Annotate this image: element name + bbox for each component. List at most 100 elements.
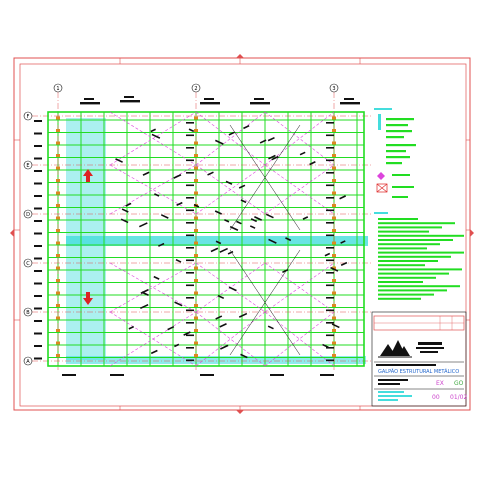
slope-arrow (83, 169, 93, 182)
column-marker (56, 316, 60, 320)
brace-line (109, 262, 197, 313)
company-logo (378, 340, 412, 358)
member-tag (219, 323, 227, 328)
column-marker (194, 341, 198, 345)
row-tag (326, 184, 334, 187)
brace-line (109, 111, 197, 166)
row-tag (186, 159, 194, 162)
member-tag (158, 242, 165, 247)
row-tag (34, 132, 42, 135)
column-marker (332, 216, 336, 220)
row-tag (186, 147, 194, 149)
column-marker (56, 204, 60, 207)
border-ticks (14, 58, 470, 410)
column-marker (332, 191, 336, 195)
column-marker (56, 229, 60, 232)
row-tag (186, 272, 194, 274)
row-tag (326, 197, 334, 199)
footer-tag (320, 374, 334, 376)
header-tag (200, 102, 220, 105)
title-block: GALPÃO ESTRUTURAL METÁLICO EX GO 00 01/0… (371, 311, 467, 407)
member-tag (322, 343, 329, 349)
row-tag (34, 145, 42, 147)
legend-line (386, 150, 406, 153)
brace-line (109, 164, 197, 215)
member-tag (267, 325, 274, 330)
column-marker (194, 266, 198, 270)
brace-line (109, 164, 197, 215)
column-marker (332, 329, 336, 332)
note-line (378, 234, 464, 237)
row-tag (326, 247, 334, 249)
header-tag (204, 98, 214, 100)
column-marker (332, 229, 336, 232)
note-line (378, 293, 434, 296)
header-tag (254, 98, 264, 100)
frames (57, 112, 358, 366)
member-tag (183, 331, 191, 336)
project-line: GALPÃO ESTRUTURAL METÁLICO (378, 368, 459, 375)
brace-line (264, 164, 335, 215)
member-tag (268, 238, 277, 244)
row-tag (186, 122, 194, 124)
legend-swatch (378, 114, 381, 130)
member-tag (243, 124, 250, 130)
member-tag (268, 154, 276, 160)
row-tag (186, 334, 194, 337)
note-line (378, 285, 460, 288)
row-tag (326, 347, 334, 349)
row-tag (186, 347, 194, 349)
row-tag (186, 184, 194, 187)
column-marker (194, 141, 198, 145)
note-line (378, 272, 449, 275)
perimeter-beam (47, 111, 365, 367)
column-marker (332, 154, 336, 157)
row-tag (326, 309, 334, 312)
column-marker (332, 204, 336, 207)
member-tag (238, 312, 248, 318)
column-marker (194, 254, 198, 257)
grid-row-d: D (26, 212, 30, 218)
row-tag (326, 284, 334, 287)
header-tag (124, 96, 134, 98)
row-tag (186, 297, 194, 299)
row-tag (186, 222, 194, 224)
member-tag (331, 323, 340, 329)
column-marker (56, 279, 60, 282)
note-line (378, 251, 464, 254)
row-tag (34, 157, 42, 160)
row-tag (34, 320, 42, 322)
brace-line-dark (229, 124, 301, 231)
grid-col-2: 2 (194, 86, 197, 92)
member-tag (210, 247, 219, 253)
row-tag (186, 209, 194, 212)
note-line (378, 226, 442, 229)
row-tag (326, 134, 334, 137)
column-marker (56, 179, 60, 182)
row-tag (326, 322, 334, 324)
member-tag (228, 131, 235, 136)
row-tag (34, 307, 42, 310)
inner-border (19, 63, 467, 407)
member-tag (265, 213, 274, 219)
column-marker (56, 129, 60, 132)
column-marker (194, 216, 198, 220)
member-tag (340, 261, 348, 267)
stamp-label: GO (454, 380, 464, 387)
column-marker (56, 154, 60, 157)
brace-line (195, 111, 266, 166)
column-marker (332, 129, 336, 132)
row-tag (326, 334, 334, 337)
row-tag (34, 170, 42, 172)
row-tag (326, 159, 334, 162)
column-marker (56, 354, 60, 357)
row-tag (186, 284, 194, 287)
column-marker (194, 354, 198, 357)
grid-row-e: E (26, 163, 29, 169)
row-tag (326, 272, 334, 274)
column-marker (194, 316, 198, 320)
member-tag (236, 220, 242, 225)
header-tag (120, 100, 140, 103)
brace-line (195, 164, 266, 215)
